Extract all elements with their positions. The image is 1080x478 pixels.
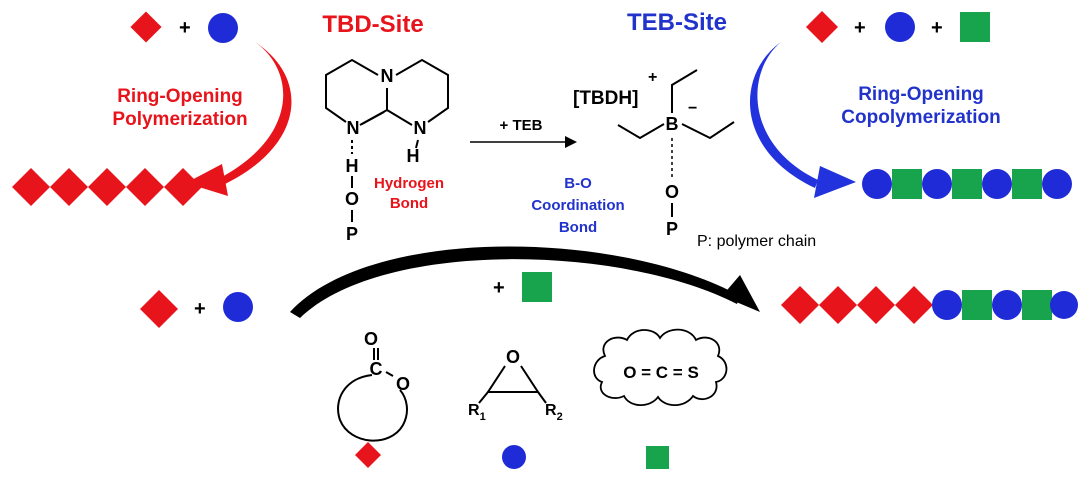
atom-p-teb: P [666, 219, 678, 239]
bottom-green-addition: + [493, 272, 552, 302]
bo-bond-label-line1: B-O [564, 175, 592, 192]
top-right-monomers: + + [806, 11, 990, 43]
blue-circle-monomer-icon [862, 169, 892, 199]
blue-curved-arrow [749, 42, 856, 198]
rop-label-line2: Polymerization [112, 109, 247, 130]
red-diamond-monomer-icon [806, 11, 838, 43]
cyclic-ester-structure: O C O [337, 329, 410, 442]
atom-n-right: N [414, 118, 427, 138]
red-diamond-monomer-icon [895, 286, 933, 324]
atom-o-carbonyl: O [364, 329, 378, 349]
heterocumulene-formula: O = C = S [623, 363, 699, 382]
tbd-site-title: TBD-Site [322, 11, 423, 38]
atom-o-tbd: O [345, 189, 359, 209]
red-diamond-monomer-icon [130, 11, 162, 43]
anion-charge: − [688, 100, 697, 117]
green-square-monomer-icon [962, 290, 992, 320]
blue-circle-monomer-icon [208, 13, 238, 43]
atom-p-tbd: P [346, 224, 358, 244]
blue-circle-monomer-icon [992, 290, 1022, 320]
cation-label: [TBDH] [573, 88, 638, 109]
plus-sign: + [179, 17, 191, 39]
r2-label: R2 [545, 402, 563, 423]
blue-circle-monomer-icon [922, 169, 952, 199]
monomer-legend [355, 442, 669, 469]
rocop-label-line2: Copolymerization [841, 107, 1000, 128]
tbd-molecule: N N N H H O P [325, 58, 449, 244]
blue-circle-monomer-icon [885, 12, 915, 42]
blue-circle-monomer-icon [223, 292, 253, 322]
black-curved-arrow [290, 246, 760, 318]
atom-b: B [666, 114, 679, 134]
rop-label-line1: Ring-Opening [117, 86, 243, 107]
red-diamond-monomer-icon [140, 290, 178, 328]
bottom-left-monomers: + [140, 290, 253, 328]
red-diamond-monomer-icon [50, 168, 88, 206]
green-square-monomer-icon [952, 169, 982, 199]
red-diamond-monomer-icon [126, 168, 164, 206]
green-square-monomer-icon [1022, 290, 1052, 320]
green-square-monomer-icon [892, 169, 922, 199]
teb-site-title: TEB-Site [627, 9, 727, 36]
red-diamond-monomer-icon [88, 168, 126, 206]
epoxide-structure: O R1 R2 [468, 347, 563, 423]
atom-h-left: H [346, 156, 359, 176]
atom-o-epoxide: O [506, 347, 520, 367]
green-square-monomer-icon [522, 272, 552, 302]
top-left-monomers: + [130, 11, 238, 43]
red-diamond-monomer-icon [857, 286, 895, 324]
rocop-label-line1: Ring-Opening [858, 84, 984, 105]
plus-sign: + [493, 277, 505, 299]
red-diamond-monomer-icon [164, 168, 202, 206]
atom-n-left: N [347, 118, 360, 138]
polymer-chain-note: P: polymer chain [697, 233, 816, 250]
atom-c-carbonyl: C [370, 359, 383, 379]
reagent-label: + TEB [500, 117, 543, 134]
red-diamond-monomer-icon [781, 286, 819, 324]
blue-circle-monomer-icon [932, 290, 962, 320]
blue-circle-monomer-icon [1042, 169, 1072, 199]
bo-bond-label-line2: Coordination [531, 197, 624, 214]
red-curved-arrow [186, 42, 292, 196]
plus-sign: + [931, 17, 943, 39]
homopolymer-chain [12, 168, 202, 206]
green-square-monomer-icon [960, 12, 990, 42]
green-square-monomer-icon [646, 446, 669, 469]
bo-bond-label-line3: Bond [559, 219, 597, 236]
red-diamond-monomer-icon [12, 168, 50, 206]
hydrogen-bond-label-line1: Hydrogen [374, 175, 444, 192]
alternating-copolymer-chain [862, 169, 1072, 199]
atom-n-top: N [381, 66, 394, 86]
teb-complex: [TBDH] + B − O P [573, 69, 735, 239]
reagent-arrow: + TEB [470, 117, 577, 148]
atom-o-teb: O [665, 182, 679, 202]
blue-circle-monomer-icon [1050, 291, 1078, 319]
red-diamond-monomer-icon [819, 286, 857, 324]
block-copolymer-chain [781, 286, 1078, 324]
plus-sign: + [194, 298, 206, 320]
r1-label: R1 [468, 402, 486, 423]
plus-sign: + [854, 17, 866, 39]
cation-charge: + [648, 69, 657, 86]
blue-circle-monomer-icon [982, 169, 1012, 199]
cloud-heterocumulene: O = C = S [593, 328, 728, 407]
hydrogen-bond-label-line2: Bond [390, 195, 428, 212]
blue-circle-monomer-icon [502, 445, 526, 469]
atom-o-ring: O [396, 374, 410, 394]
green-square-monomer-icon [1012, 169, 1042, 199]
atom-h-right: H [407, 146, 420, 166]
red-diamond-monomer-icon [355, 442, 381, 468]
